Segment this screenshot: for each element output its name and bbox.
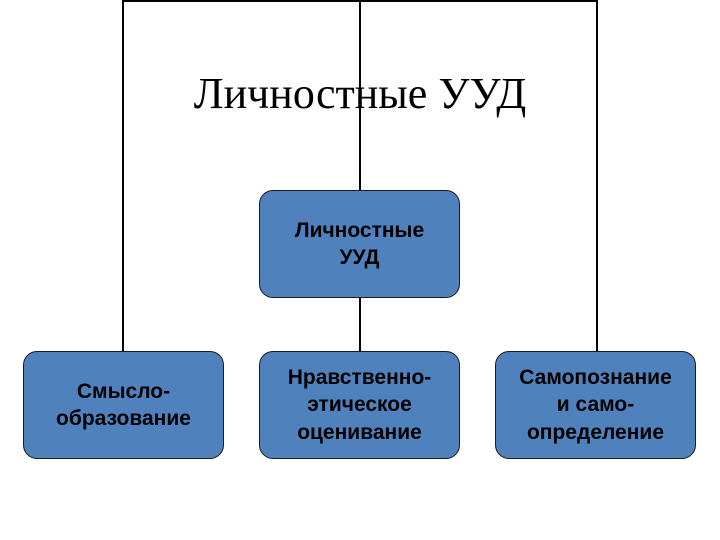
node-meaning-formation-label: Смысло- образование (56, 379, 191, 430)
node-self-knowledge-label: Самопознание и само- определение (519, 366, 672, 444)
node-self-knowledge: Самопознание и само- определение (495, 351, 696, 459)
node-meaning-formation: Смысло- образование (23, 351, 224, 459)
node-personal-uud-label: Личностные УУД (294, 218, 425, 269)
node-moral-ethical-evaluation: Нравственно- этическое оценивание (259, 351, 460, 459)
node-moral-ethical-evaluation-label: Нравственно- этическое оценивание (287, 366, 432, 444)
node-personal-uud: Личностные УУД (259, 190, 460, 298)
